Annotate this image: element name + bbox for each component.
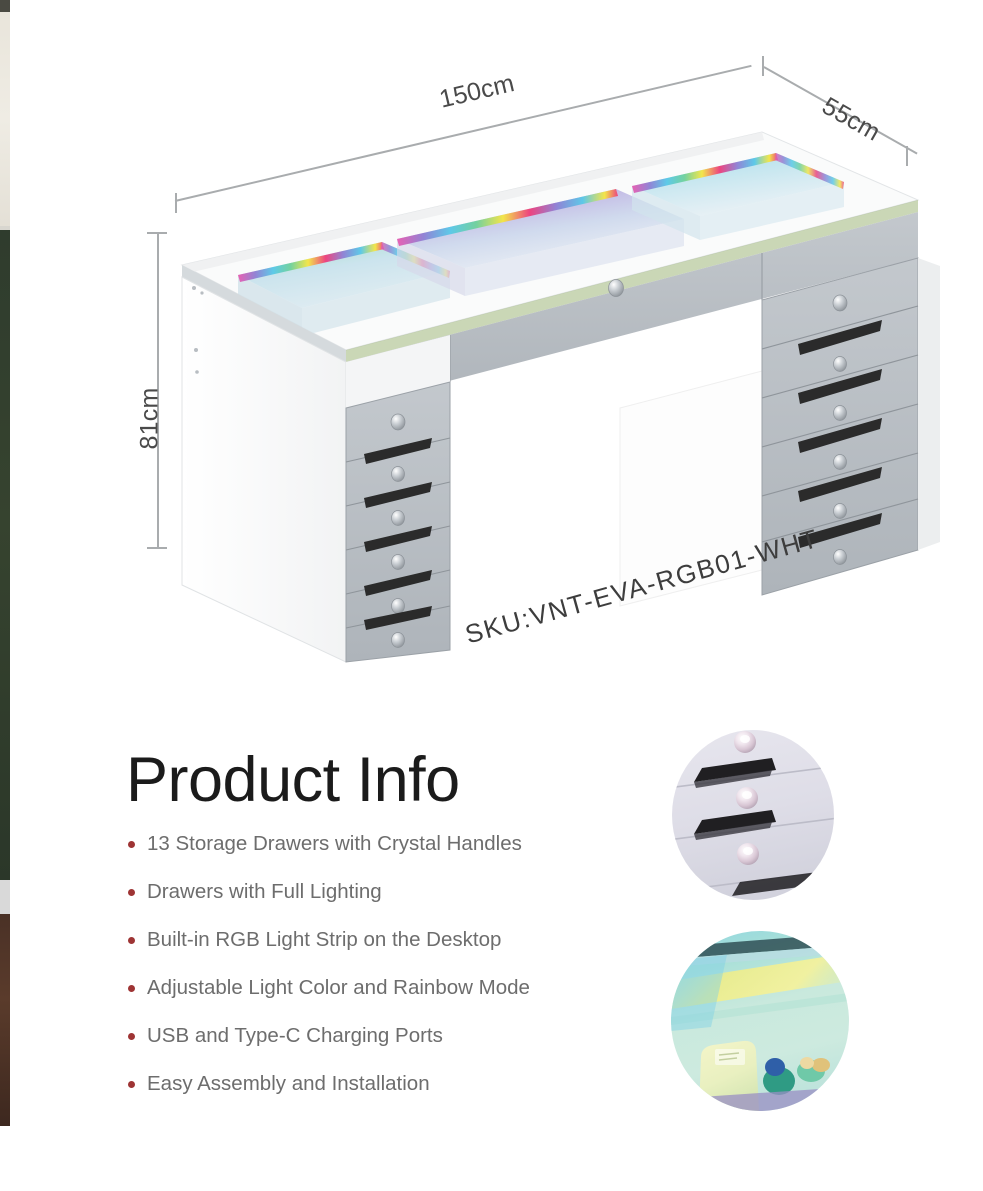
width-dimension-tick-left (175, 193, 177, 213)
height-dimension-tick-top (147, 232, 167, 234)
edge-sliver-gap-upper (0, 226, 10, 230)
edge-sliver-green (0, 230, 10, 880)
feature-label: 13 Storage Drawers with Crystal Handles (147, 832, 522, 855)
edge-sliver-bottom (0, 1126, 10, 1191)
bullet-icon (128, 841, 135, 848)
feature-label: Drawers with Full Lighting (147, 880, 382, 903)
list-item: Drawers with Full Lighting (128, 880, 648, 928)
feature-label: Easy Assembly and Installation (147, 1072, 430, 1095)
edge-sliver-cream (0, 12, 10, 226)
width-dimension-tick-right (762, 56, 764, 76)
bullet-icon (128, 1081, 135, 1088)
list-item: USB and Type-C Charging Ports (128, 1024, 648, 1072)
edge-sliver-brown (0, 914, 10, 1126)
photo-drawers-closeup (672, 730, 834, 900)
feature-list: 13 Storage Drawers with Crystal Handles … (128, 832, 648, 1120)
height-dimension-line (157, 233, 159, 548)
list-item: 13 Storage Drawers with Crystal Handles (128, 832, 648, 880)
bullet-icon (128, 985, 135, 992)
bullet-icon (128, 1033, 135, 1040)
list-item: Easy Assembly and Installation (128, 1072, 648, 1120)
page-title: Product Info (126, 745, 460, 815)
feature-label: Adjustable Light Color and Rainbow Mode (147, 976, 530, 999)
list-item: Adjustable Light Color and Rainbow Mode (128, 976, 648, 1024)
feature-label: USB and Type-C Charging Ports (147, 1024, 443, 1047)
photo-lit-drawer-closeup (671, 931, 849, 1111)
bullet-icon (128, 889, 135, 896)
depth-dimension-tick-right (906, 146, 908, 166)
vanity-desk-illustration (150, 50, 950, 690)
feature-label: Built-in RGB Light Strip on the Desktop (147, 928, 502, 951)
edge-sliver-gap-lower (0, 880, 10, 914)
height-dimension-tick-bottom (147, 547, 167, 549)
edge-sliver-top (0, 0, 10, 12)
list-item: Built-in RGB Light Strip on the Desktop (128, 928, 648, 976)
bullet-icon (128, 937, 135, 944)
